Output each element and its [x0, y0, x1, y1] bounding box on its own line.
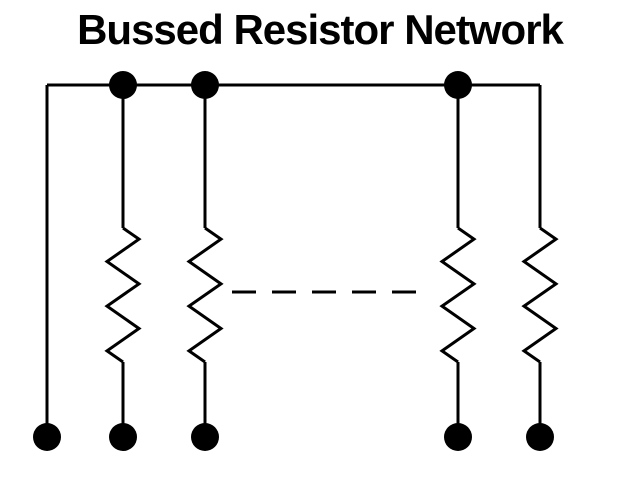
resistor-3-zigzag — [439, 226, 477, 364]
bus-junction-dot-3 — [444, 71, 472, 99]
resistor-1-zigzag — [104, 226, 142, 364]
pin-terminal-dot-1 — [33, 423, 61, 451]
bus-junction-dot-2 — [191, 71, 219, 99]
pin-terminal-dot-3 — [191, 423, 219, 451]
pin-terminal-dot-5 — [526, 423, 554, 451]
diagram-title: Bussed Resistor Network — [77, 6, 564, 53]
pin-terminal-dot-2 — [109, 423, 137, 451]
bus-junction-dot-1 — [109, 71, 137, 99]
pin-terminal-dot-4 — [444, 423, 472, 451]
resistor-2-zigzag — [186, 226, 224, 364]
resistor-4-zigzag — [521, 226, 559, 364]
